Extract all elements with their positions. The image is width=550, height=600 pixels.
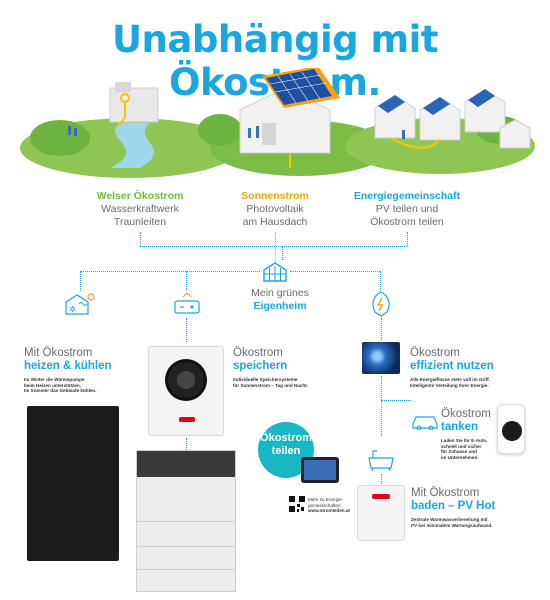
tablet-icon <box>301 457 339 483</box>
charge-desc-line2: schnell und sicher <box>441 443 482 449</box>
heat-title-line1: Mit Ökostrom <box>24 347 93 359</box>
connector <box>381 376 382 436</box>
share-line1: Ökostrom <box>260 432 312 444</box>
hot-desc-line2: PV bei minimalem Wartungsaufwand. <box>411 522 493 528</box>
share-qr-line1: Mehr zu Energie- <box>308 497 344 502</box>
source-community-line2: Ökostrom teilen <box>370 216 444 228</box>
efficiency-icon <box>372 291 390 317</box>
efficient-desc-line1: Alle Energieflüsse stets voll im Griff. <box>410 377 490 382</box>
svg-text:✲: ✲ <box>69 305 76 314</box>
store-desc-line1: Individuelle Speichersysteme <box>233 377 298 382</box>
share-link-text: Mehr zu Energie- gemeinschaften: www.str… <box>308 497 368 514</box>
connector <box>140 246 407 247</box>
connector <box>186 318 187 342</box>
charge-title: Ökostrom tanken <box>441 408 511 434</box>
connector <box>407 232 408 246</box>
connector <box>140 232 141 246</box>
charge-desc-line3: für Zuhause und <box>441 449 477 455</box>
charging-logo <box>502 421 522 441</box>
hot-title-line2: baden – PV Hot <box>411 500 496 512</box>
battery-top <box>137 451 235 477</box>
hub-label-line2: Eigenheim <box>253 300 307 312</box>
connector <box>380 271 381 291</box>
hot-desc-line1: Zentrale Warmwasserbereitung mit <box>411 517 488 522</box>
source-hydro-line2: Traunleiten <box>113 216 167 228</box>
charge-title-line2: tanken <box>441 421 479 433</box>
divider <box>137 521 235 522</box>
connector <box>381 318 382 340</box>
hub-label-line1: Mein grünes <box>251 287 309 299</box>
connector <box>381 474 382 484</box>
hub-label: Mein grünes Eigenheim <box>230 287 330 313</box>
pv-hot-device <box>357 485 405 541</box>
heat-pump-unit <box>27 406 119 561</box>
car-icon <box>412 416 438 430</box>
connector <box>282 246 283 260</box>
charging-badge <box>497 404 525 454</box>
efficient-desc-line2: Intelligente Verteilung Ihrer Energie. <box>410 382 489 388</box>
connector <box>186 438 187 450</box>
heat-desc-line2: beim Heizen unterstützen. <box>24 382 81 388</box>
charge-desc-line1: Laden Sie Ihr E-Auto, <box>441 438 488 443</box>
source-solar-line1: Photovoltaik <box>246 203 304 215</box>
efficient-description: Alle Energieflüsse stets voll im Griff. … <box>410 377 540 388</box>
heat-title-line2: heizen & kühlen <box>24 360 112 372</box>
heat-title: Mit Ökostrom heizen & kühlen <box>24 347 154 373</box>
battery-icon <box>174 292 200 314</box>
store-title: Ökostrom speichern <box>233 347 333 373</box>
share-line2: teilen <box>271 445 301 457</box>
landscape-illustration <box>20 68 535 178</box>
charge-description: Laden Sie Ihr E-Auto, schnell und sicher… <box>441 438 501 460</box>
divider <box>137 546 235 547</box>
store-description: Individuelle Speichersysteme für Sonnens… <box>233 377 343 388</box>
energy-image <box>362 342 400 374</box>
heat-desc-line1: Im Winter die Wärmepumpe <box>24 377 85 382</box>
store-desc-line2: für Sonnenstrom – Tag und Nacht. <box>233 382 308 388</box>
fan-icon <box>165 359 207 401</box>
heat-pump-icon: ✲ <box>65 293 95 315</box>
heat-description: Im Winter die Wärmepumpe beim Heizen unt… <box>24 377 134 394</box>
connector <box>275 232 276 262</box>
hot-title: Mit Ökostrom baden – PV Hot <box>411 487 531 513</box>
connector <box>80 271 81 291</box>
share-url: www.stromteilen.at <box>308 508 350 514</box>
efficient-title-line1: Ökostrom <box>410 347 460 359</box>
connector <box>381 400 411 401</box>
efficient-title-line2: effizient nutzen <box>410 360 494 372</box>
brand-logo <box>179 417 195 422</box>
source-hydro: Welser Ökostrom Wasserkraftwerk Traunlei… <box>80 190 200 229</box>
inverter-image <box>148 346 224 436</box>
connector <box>290 271 380 272</box>
store-title-line1: Ökostrom <box>233 347 283 359</box>
source-community-title: Energiegemeinschaft <box>353 190 461 202</box>
source-community-line1: PV teilen und <box>375 203 439 215</box>
divider <box>137 569 235 570</box>
source-solar-line2: am Hausdach <box>242 216 308 228</box>
source-hydro-line1: Wasserkraftwerk <box>101 203 179 215</box>
efficient-title: Ökostrom effizient nutzen <box>410 347 530 373</box>
brand-logo <box>372 494 390 499</box>
connector <box>80 271 260 272</box>
qr-code-icon <box>289 496 305 512</box>
hot-title-line1: Mit Ökostrom <box>411 487 480 499</box>
charge-desc-line4: im Unternehmen. <box>441 454 479 460</box>
source-solar-title: Sonnenstrom <box>241 190 309 202</box>
store-title-line2: speichern <box>233 360 288 372</box>
source-solar: Sonnenstrom Photovoltaik am Hausdach <box>222 190 328 229</box>
hot-description: Zentrale Warmwasserbereitung mit PV bei … <box>411 517 541 528</box>
charge-title-line1: Ökostrom <box>441 408 491 420</box>
share-qr-line2: gemeinschaften: <box>308 502 342 508</box>
heat-desc-line3: Im Sommer das Gebäude kühlen. <box>24 388 97 394</box>
greenhouse-icon <box>263 262 287 282</box>
source-hydro-title: Welser Ökostrom <box>96 190 184 202</box>
source-community: Energiegemeinschaft PV teilen und Ökostr… <box>342 190 472 229</box>
bathtub-icon <box>368 450 394 472</box>
connector <box>186 271 187 291</box>
battery-storage <box>136 450 236 592</box>
